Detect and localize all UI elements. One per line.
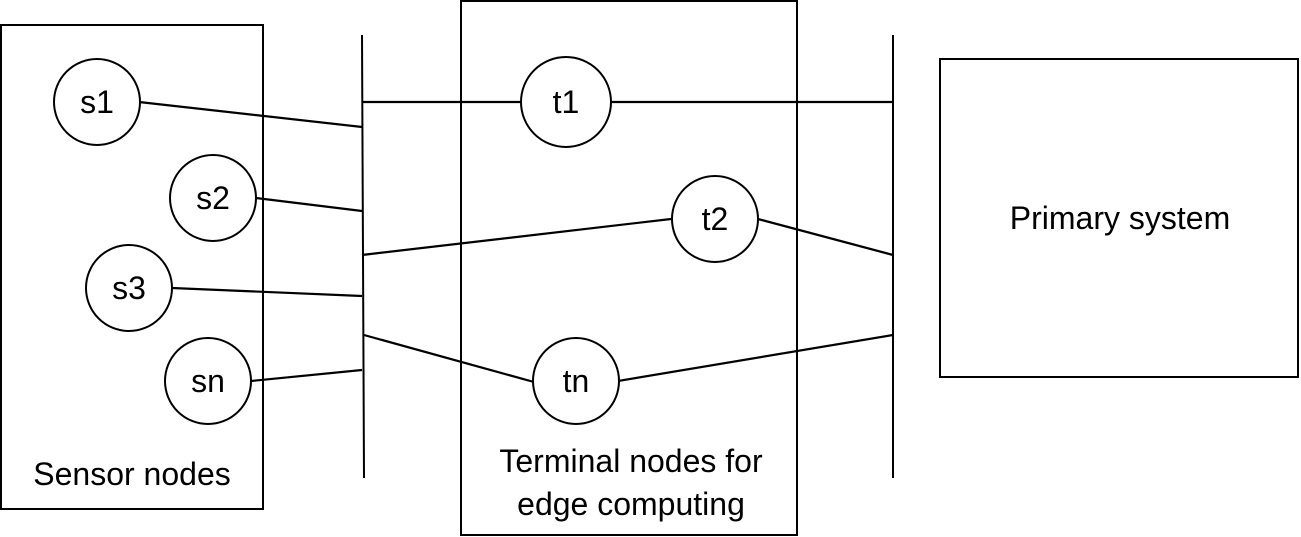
terminal-nodes-group: [460, 0, 798, 536]
sensor-node-s2: s2: [169, 154, 257, 242]
edge-s2-bus: [255, 196, 363, 213]
edge-sn-bus: [250, 368, 363, 383]
edge-bus-tn: [363, 333, 535, 384]
node-label: t1: [553, 84, 580, 120]
sensor-bus-line: [361, 34, 365, 479]
node-label: t2: [702, 201, 729, 237]
node-label: s1: [80, 84, 114, 120]
edge-t2-primary: [757, 217, 894, 257]
sensor-nodes-label: Sensor nodes: [33, 456, 230, 492]
sensor-node-sn: sn: [164, 337, 252, 425]
edge-bus-t2: [361, 217, 672, 257]
sensor-node-s3: s3: [85, 244, 173, 332]
node-label: sn: [191, 363, 225, 399]
edge-tn-primary: [617, 333, 894, 383]
terminal-node-t2: t2: [671, 175, 759, 263]
edge-s1-bus: [138, 100, 363, 129]
edge-s3-bus: [171, 286, 363, 298]
terminal-node-tn: tn: [532, 337, 620, 425]
terminal-nodes-label-line2: edge computing: [517, 486, 745, 522]
terminal-node-t1: t1: [520, 56, 612, 148]
node-label: s3: [112, 270, 146, 306]
primary-system-box: [939, 58, 1299, 378]
primary-system-label: Primary system: [1010, 200, 1230, 236]
sensor-node-s1: s1: [53, 58, 141, 146]
node-label: s2: [196, 180, 230, 216]
node-label: tn: [563, 363, 590, 399]
terminal-nodes-label-line1: Terminal nodes for: [499, 443, 763, 479]
